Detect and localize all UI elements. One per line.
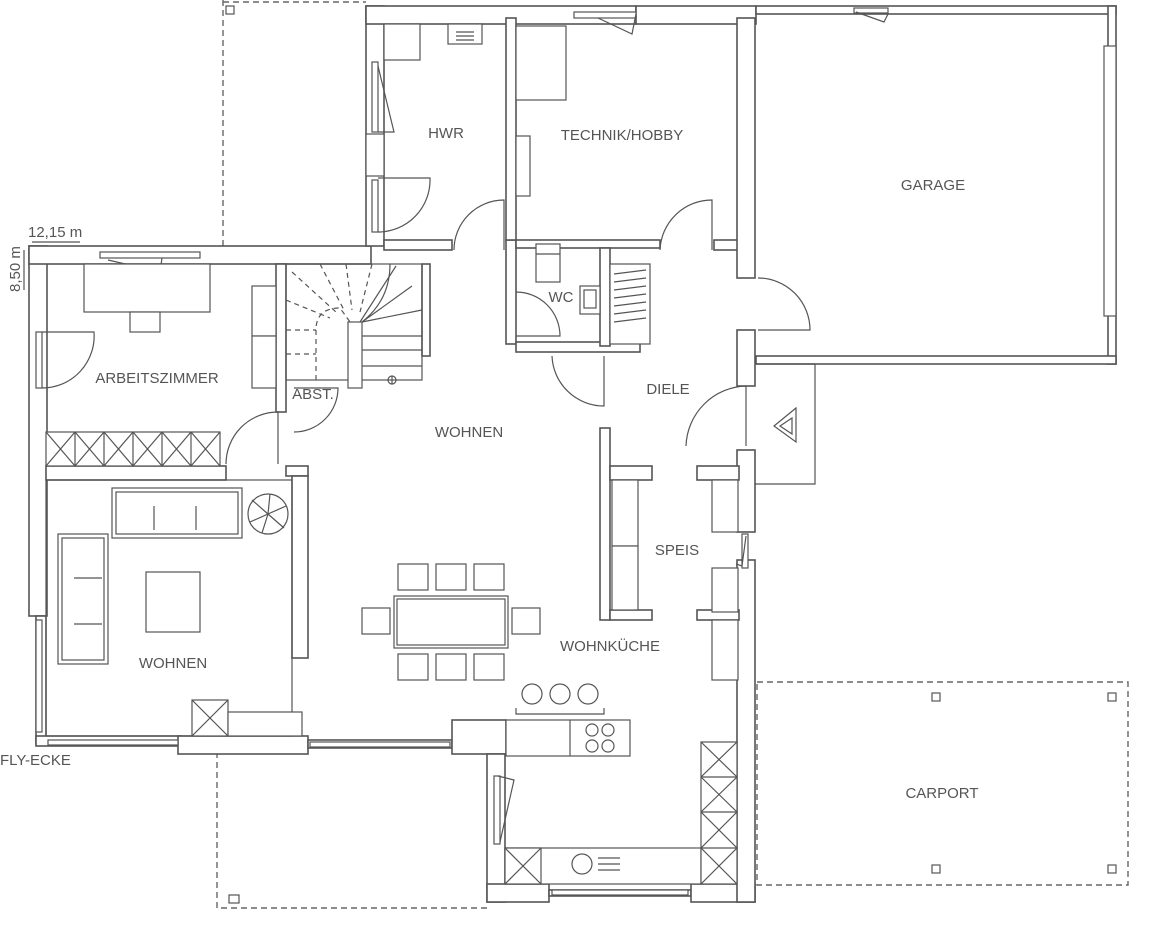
staircase [285,263,423,389]
room-label-diele: DIELE [646,381,689,398]
interior-walls [45,17,756,659]
room-label-technik: TECHNIK/HOBBY [561,127,684,144]
room-label-wc: WC [549,289,574,306]
wc-fixtures [535,243,651,345]
dimension-marks [23,241,80,290]
room-label-wohnen-living: WOHNEN [139,655,207,672]
study-furniture [45,263,277,467]
room-label-wohnen-center: WOHNEN [435,424,503,441]
outer-walls [28,5,1117,903]
pantry-shelves [611,479,739,681]
dining-table [361,563,541,681]
utility-fixtures [365,23,567,197]
fly-ecke-label: FLY-ECKE [0,752,71,769]
room-label-hwr: HWR [428,125,464,142]
room-label-arbeitszimmer: ARBEITSZIMMER [95,370,219,387]
room-label-abst: ABST. [292,386,334,403]
room-label-carport: CARPORT [905,785,978,802]
room-label-wohnkueche: WOHNKÜCHE [560,637,660,655]
room-labels: HWR TECHNIK/HOBBY GARAGE ARBEITSZIMMER W… [0,125,979,802]
depth-dimension-label: 8,50 m [7,246,24,292]
room-label-garage: GARAGE [901,177,965,194]
dashed-outlines [216,0,1129,909]
living-furniture [45,479,303,737]
room-label-speis: SPEIS [655,542,699,559]
width-dimension-label: 12,15 m [28,224,82,241]
entry-arrow-icon [773,406,797,444]
doors [41,11,889,843]
kitchen-fixtures [504,683,738,885]
